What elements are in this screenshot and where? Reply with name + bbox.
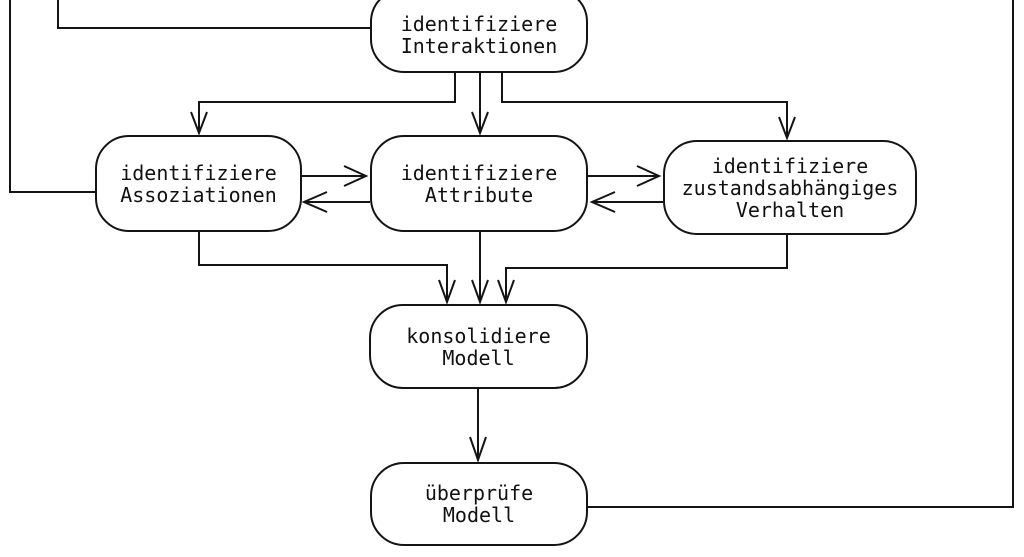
edge-verhalten-to-konsolidiere: [505, 235, 788, 301]
edge-offscreen-to-assoziationen: [9, 0, 97, 193]
edge-interaktionen-to-verhalten: [501, 73, 788, 137]
node-identifiziere-interaktionen: identifiziere Interaktionen: [370, 0, 588, 73]
node-konsolidiere-modell: konsolidiere Modell: [369, 304, 588, 389]
node-label-line: Modell: [442, 345, 515, 370]
node-label-line: identifiziere: [120, 160, 277, 185]
arrowhead-into-attribute-top: [471, 111, 489, 136]
arrowhead-into-konsolidiere-mid: [471, 279, 489, 305]
node-label-line: identifiziere: [400, 160, 558, 185]
edge-assoziationen-to-konsolidiere: [198, 232, 448, 301]
node-label-line: konsolidiere: [406, 323, 551, 348]
arrowhead-into-konsolidiere-left: [438, 279, 456, 305]
arrowhead-into-assoziationen-right: [301, 191, 328, 213]
node-label-line: überprüfe: [424, 481, 534, 505]
node-identifiziere-zustandsabhaengiges-verhalten: identifiziere zustandsabhängiges Verhalt…: [663, 140, 917, 235]
edge-offscreen-to-interaktionen: [57, 0, 371, 29]
node-identifiziere-attribute: identifiziere Attribute: [370, 135, 588, 232]
node-label-line: Modell: [442, 503, 516, 527]
node-label-line: Assoziationen: [120, 182, 277, 207]
node-label-line: Attribute: [424, 182, 534, 207]
node-identifiziere-assoziationen: identifiziere Assoziationen: [95, 135, 302, 232]
arrowhead-into-assoziationen: [190, 111, 208, 136]
edge-interaktionen-to-assoziationen: [198, 73, 456, 132]
node-label-line: Interaktionen: [400, 33, 558, 58]
node-label-line: identifiziere: [400, 11, 558, 36]
arrowhead-into-attribute-right: [589, 191, 616, 213]
arrowhead-into-ueberpruefe: [469, 436, 487, 464]
arrowhead-into-konsolidiere-right: [497, 279, 515, 305]
node-label-line: zustandsabhängiges: [681, 175, 899, 200]
node-ueberpruefe-modell: überprüfe Modell: [370, 462, 588, 546]
arrowhead-into-attribute-left: [343, 165, 369, 187]
node-label-line: Verhalten: [735, 197, 845, 222]
arrowhead-into-verhalten-top: [778, 116, 796, 141]
node-label-line: identifiziere: [711, 153, 869, 178]
edge-ueberpruefe-to-offscreen: [588, 0, 1014, 508]
arrowhead-into-verhalten-left: [636, 165, 662, 187]
